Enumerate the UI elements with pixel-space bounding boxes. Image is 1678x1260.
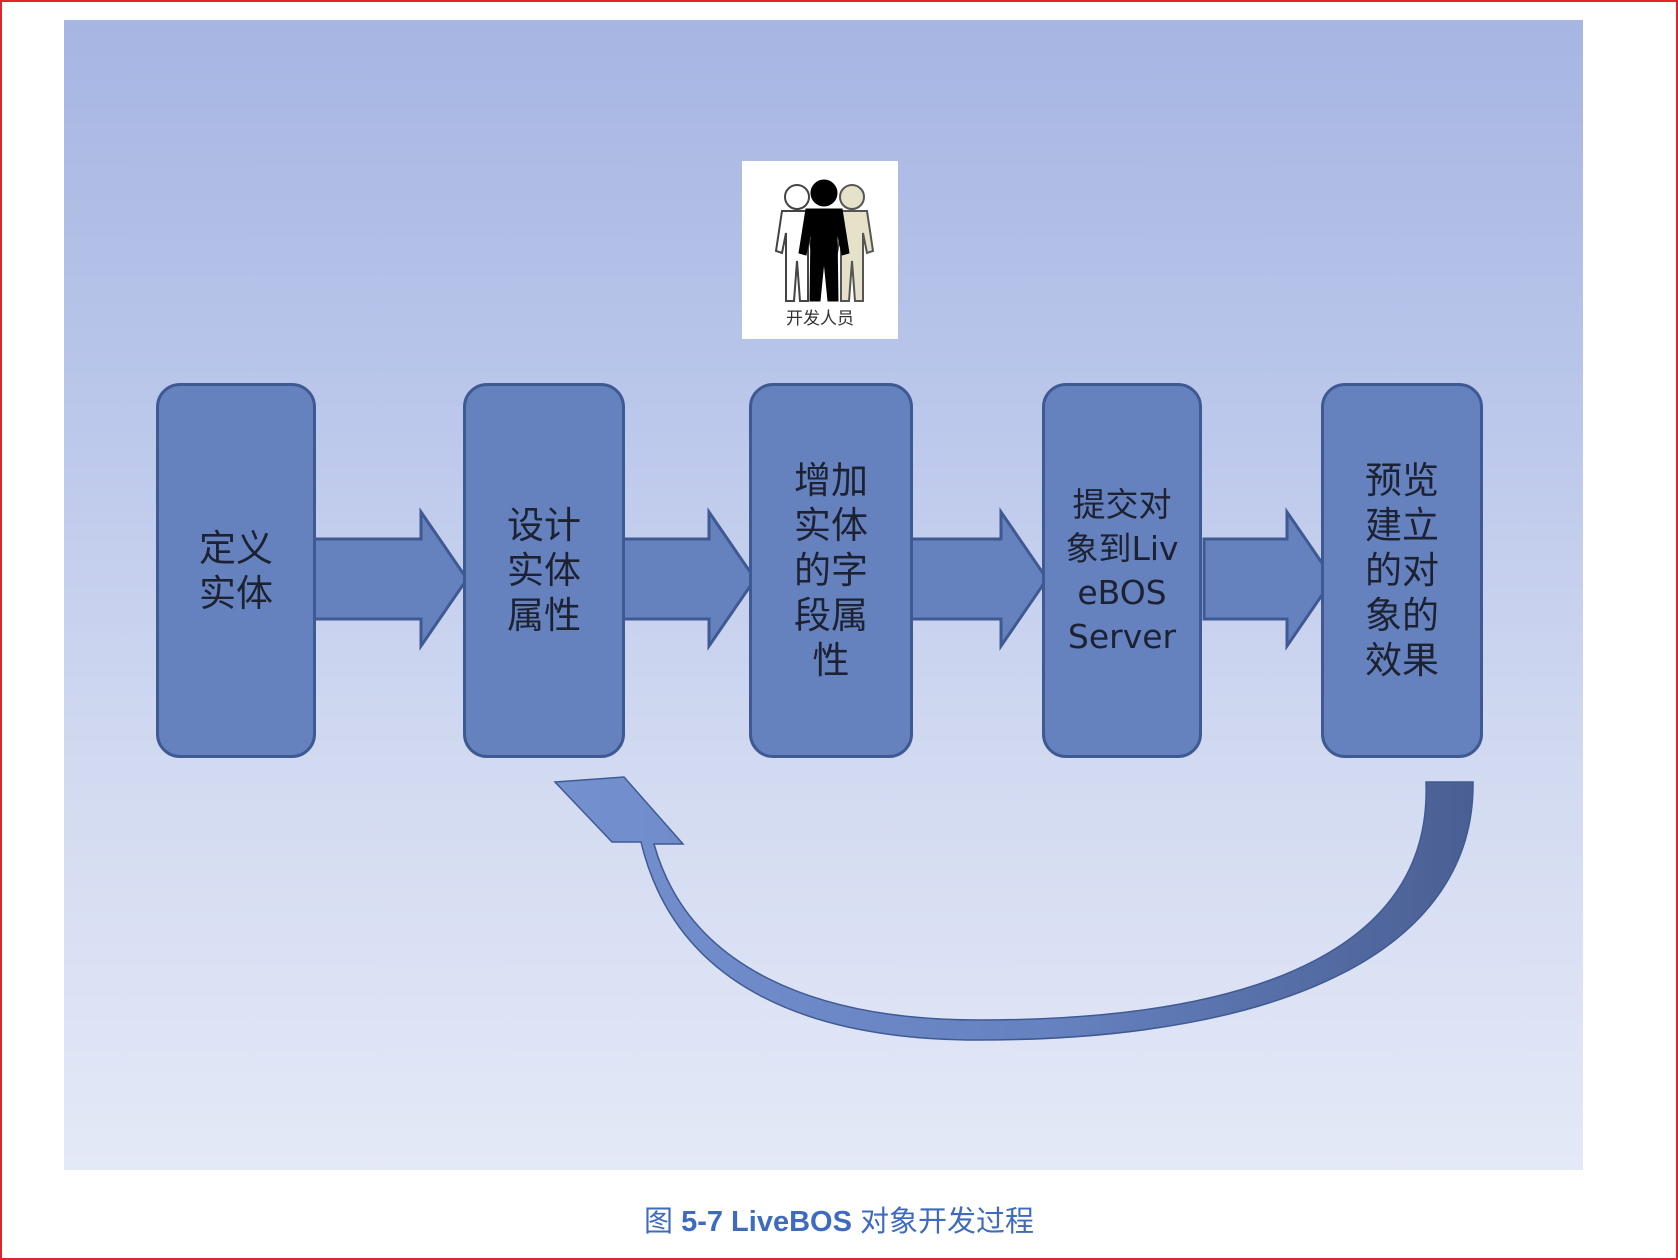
step-add-fields: 增加实体的字段属性 — [749, 383, 913, 758]
arrow-2-to-3 — [620, 507, 757, 651]
step-design-attributes: 设计实体属性 — [463, 383, 625, 758]
step-preview-objects: 预览建立的对象的效果 — [1321, 383, 1483, 758]
developer-figure-center — [798, 179, 850, 302]
arrow-1-to-2 — [310, 507, 469, 651]
arrow-3-to-4 — [908, 507, 1049, 651]
step-preview-objects-label: 预览建立的对象的效果 — [1365, 459, 1439, 682]
developers-group-icon — [774, 179, 875, 302]
step-design-attributes-label: 设计实体属性 — [507, 504, 581, 637]
step-submit-to-server-label: 提交对象到LiveBOS Server — [1065, 484, 1179, 656]
developer-card: 开发人员 — [742, 161, 898, 339]
step-define-entity-label: 定义实体 — [199, 526, 273, 615]
step-define-entity: 定义实体 — [156, 383, 316, 758]
caption-prefix: 图 — [644, 1206, 674, 1238]
developer-label: 开发人员 — [786, 309, 854, 329]
figure-caption: 图 5-7 LiveBOS 对象开发过程 — [0, 1198, 1678, 1240]
diagram-canvas: 开发人员 定义实体 设计实体属性 增加实体的字段属性 提交对象到LiveBOS … — [64, 20, 1583, 1170]
arrow-4-to-5 — [1202, 507, 1335, 651]
step-add-fields-label: 增加实体的字段属性 — [794, 459, 868, 682]
caption-number: 5-7 LiveBOS — [681, 1206, 852, 1238]
connector-layer — [310, 507, 1474, 1041]
feedback-curved-arrow — [553, 776, 1474, 1041]
step-submit-to-server: 提交对象到LiveBOS Server — [1042, 383, 1202, 758]
caption-title: 对象开发过程 — [859, 1206, 1034, 1238]
